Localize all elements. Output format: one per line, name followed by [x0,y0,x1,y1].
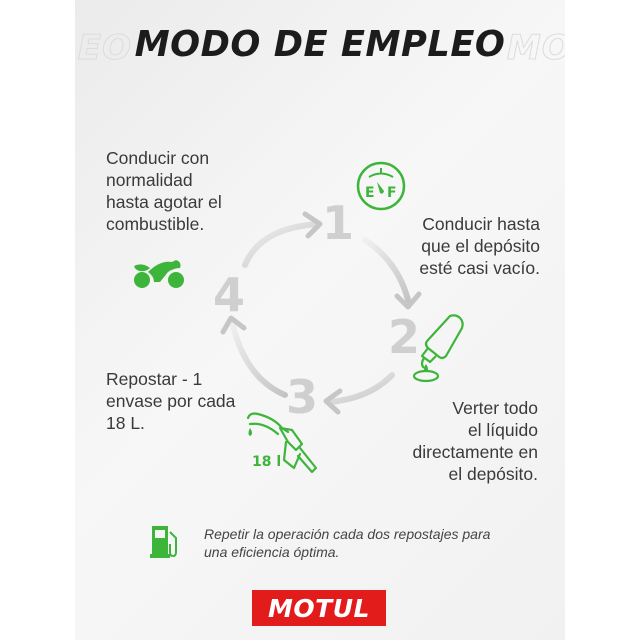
step-2-line: el depósito. [448,464,538,484]
fuel-amount-label: 18 l [252,454,281,470]
step-2-line: el líquido [467,420,538,440]
step-2-line: directamente en [412,442,539,462]
step-2-line: Verter todo [452,398,538,418]
motul-logo-text: MOTUL [268,593,370,623]
step-2-text: Verter todo el líquido directamente en e… [380,397,539,485]
note-line: una eficiencia óptima. [204,544,340,560]
step-number-4: 4 [213,268,246,322]
step-number-3: 3 [286,370,319,424]
step-4-line: Conducir con [106,148,210,168]
motul-logo: MOTUL [252,590,386,626]
step-number-2: 2 [388,310,421,364]
step-1-line: esté casi vacío. [419,258,540,278]
note-line: Repetir la operación cada dos repostajes… [204,526,491,542]
step-1-text: Conducir hasta que el depósito esté casi… [380,213,540,279]
step-1-line: que el depósito [421,236,540,256]
instruction-card [75,0,565,640]
fuel-pump-icon [150,526,177,558]
note-text: Repetir la operación cada dos repostajes… [204,525,490,561]
step-4-line: normalidad [106,170,193,190]
svg-text:E: E [365,185,375,201]
title-ghost-right: MO [507,28,565,68]
title-ghost-left: EO [77,28,132,68]
step-4-text: Conducir con normalidad hasta agotar el … [106,147,222,235]
step-3-line: envase por cada [106,391,236,411]
step-4-line: combustible. [106,214,205,234]
step-3-text: Repostar - 1 envase por cada 18 L. [106,368,235,434]
step-3-line: 18 L. [106,413,145,433]
svg-text:F: F [387,185,397,201]
step-4-line: hasta agotar el [106,192,222,212]
bottle-pour-icon [412,314,464,383]
step-1-line: Conducir hasta [422,214,540,234]
step-number-1: 1 [322,196,355,250]
step-3-line: Repostar - 1 [106,369,203,389]
fuel-nozzle-icon: 18 l [246,412,318,474]
page-title: MODO DE EMPLEO [134,24,506,65]
fuel-gauge-icon: E F [356,161,406,211]
motorcycle-icon [134,260,184,288]
